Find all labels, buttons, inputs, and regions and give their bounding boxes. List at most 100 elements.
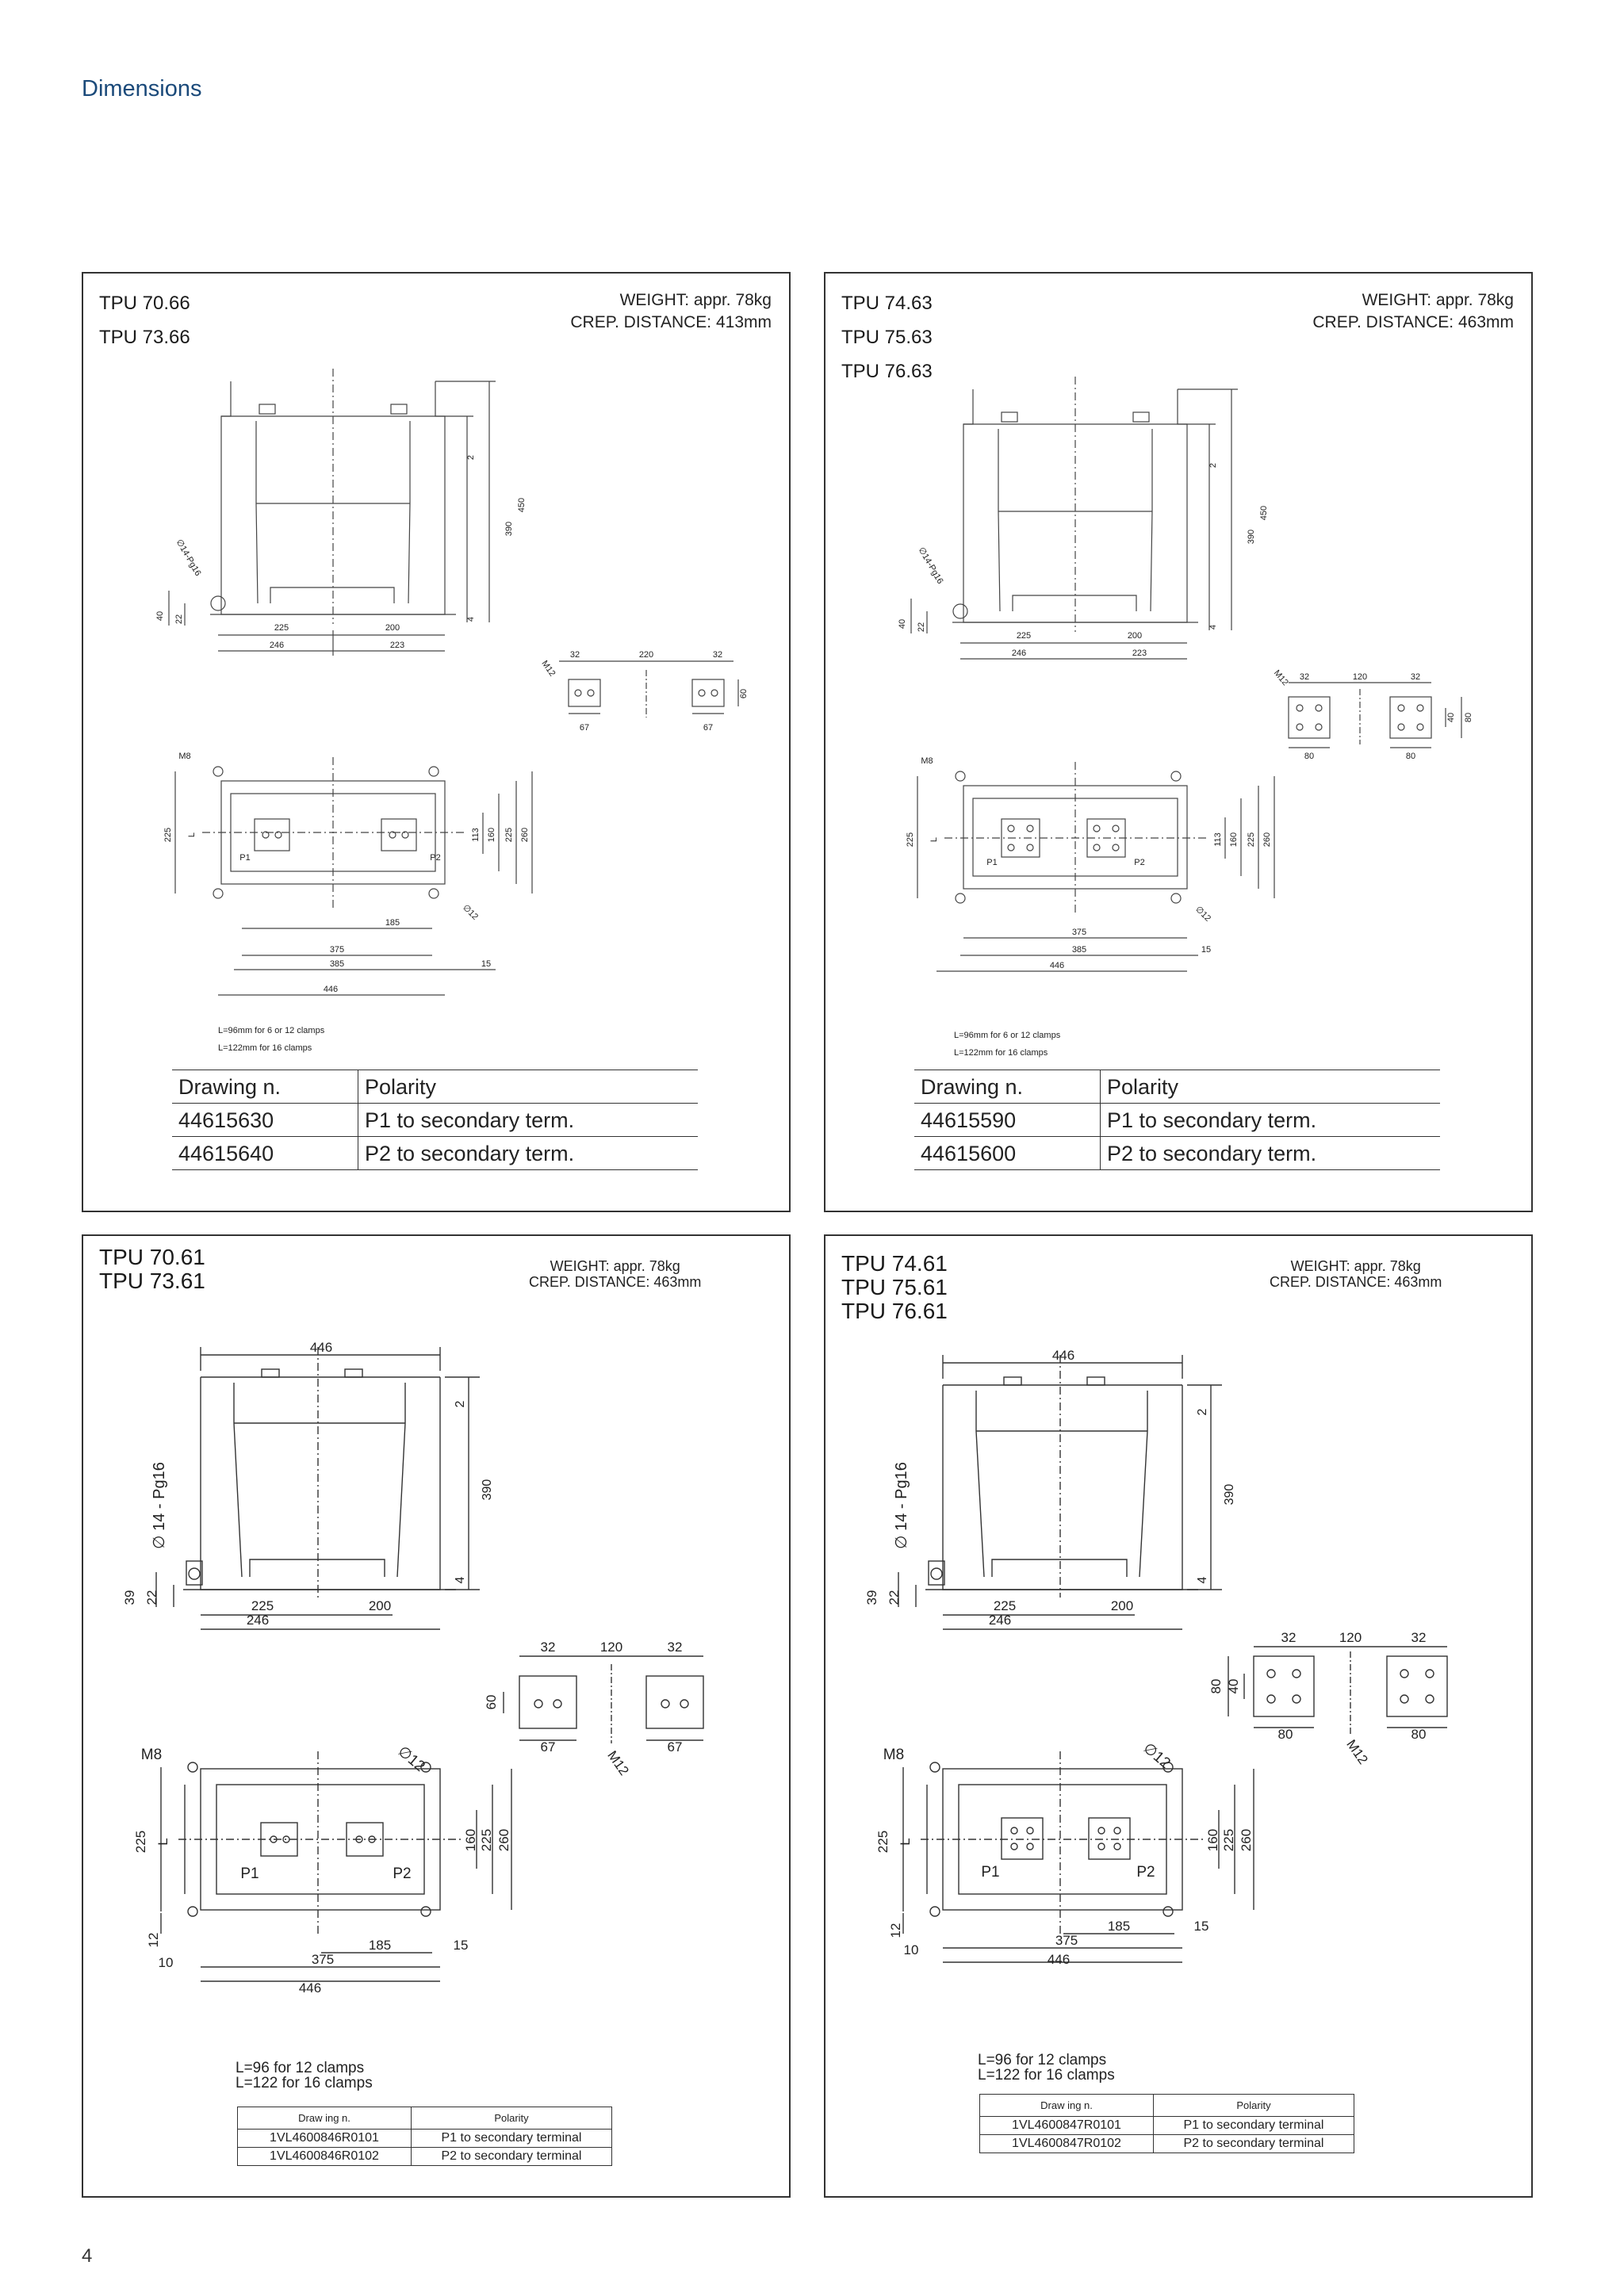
spec-block: WEIGHT: appr. 78kg CREP. DISTANCE: 463mm xyxy=(1270,1258,1442,1290)
table-cell: 44615600 xyxy=(914,1136,1101,1170)
hole-label: ∅12 xyxy=(1139,1740,1173,1772)
dim-label: 225 xyxy=(274,623,289,633)
dim-label: L xyxy=(929,837,939,842)
terminal-p2-label: P2 xyxy=(1136,1864,1155,1881)
clamp-notes: L=96 for 12 clamps L=122 for 16 clamps xyxy=(978,2053,1115,2083)
table-cell: 1VL4600846R0101 xyxy=(237,2129,412,2148)
model-name: TPU 75.61 xyxy=(841,1275,948,1299)
dim-label: 2 xyxy=(466,455,476,460)
dim-label: 12 xyxy=(888,1923,903,1938)
model-list: TPU 74.63 TPU 75.63 TPU 76.63 xyxy=(841,286,933,388)
dim-label: 200 xyxy=(1111,1598,1133,1613)
dim-label: 15 xyxy=(481,959,491,969)
dim-label: 15 xyxy=(1201,945,1211,955)
dim-label: 39 xyxy=(122,1590,137,1605)
thread-label: M12 xyxy=(539,659,557,678)
model-name: TPU 75.63 xyxy=(841,327,933,348)
dim-label: 40 xyxy=(1446,713,1456,722)
cable-gland-label: ∅ 14 - Pg16 xyxy=(893,1462,910,1549)
dim-label: 390 xyxy=(1223,1484,1236,1506)
dim-label: 4 xyxy=(466,617,476,622)
table-header: Drawing n. xyxy=(172,1070,358,1104)
dim-label: 185 xyxy=(1108,1919,1130,1934)
dim-label: 160 xyxy=(1205,1829,1220,1851)
dim-label: 32 xyxy=(1281,1630,1297,1645)
dim-label: 225 xyxy=(504,828,514,842)
dim-label: 32 xyxy=(570,650,580,660)
page-number: 4 xyxy=(82,2245,93,2267)
table-header: Polarity xyxy=(358,1070,698,1104)
dim-label: 220 xyxy=(639,650,653,660)
dim-label: 185 xyxy=(369,1938,391,1953)
table-header-row: Drawing n. Polarity xyxy=(914,1070,1440,1104)
table-row: 1VL4600847R0101 P1 to secondary terminal xyxy=(979,2116,1354,2135)
dim-label: 22 xyxy=(144,1590,159,1605)
dim-label: 450 xyxy=(517,498,527,512)
dim-label: 260 xyxy=(1239,1829,1254,1851)
drawing-table: Draw ing n. Polarity 1VL4600846R0101 P1 … xyxy=(237,2107,612,2166)
model-name: TPU 70.61 xyxy=(99,1245,205,1269)
table-row: 44615600 P2 to secondary term. xyxy=(914,1136,1440,1170)
table-cell: P2 to secondary terminal xyxy=(1153,2134,1354,2153)
dim-label: 160 xyxy=(1229,832,1239,847)
dim-label: 80 xyxy=(1411,1727,1427,1742)
dim-label: 446 xyxy=(1050,961,1064,970)
dim-label: 40 xyxy=(155,611,165,621)
table-cell: P2 to secondary term. xyxy=(358,1136,698,1170)
dim-label: 390 xyxy=(481,1479,494,1501)
note-line: L=122 for 16 clamps xyxy=(978,2067,1115,2084)
creep-distance-text: CREP. DISTANCE: 463mm xyxy=(1270,1274,1442,1290)
dim-label: 15 xyxy=(1194,1919,1209,1934)
dim-label: 4 xyxy=(1196,1576,1209,1583)
dim-label: 67 xyxy=(541,1739,556,1755)
dim-label: 67 xyxy=(668,1739,683,1755)
technical-drawing: 446 2 390 4 ∅ 14 - Pg16 39 22 225 200 24… xyxy=(864,1348,1448,1967)
weight-text: WEIGHT: appr. 78kg xyxy=(550,1258,680,1274)
table-header: Draw ing n. xyxy=(979,2094,1154,2117)
dim-label: 385 xyxy=(1072,945,1086,955)
table-cell: 44615630 xyxy=(172,1103,358,1137)
dim-label: 375 xyxy=(1055,1933,1078,1948)
table-row: 44615630 P1 to secondary term. xyxy=(172,1103,698,1137)
dim-label: 160 xyxy=(463,1829,478,1851)
dim-label: 120 xyxy=(1339,1630,1362,1645)
dim-label: L xyxy=(187,832,197,837)
dim-label: 375 xyxy=(1072,928,1086,937)
dim-label: 80 xyxy=(1208,1679,1224,1694)
model-list: TPU 74.61 TPU 75.61 TPU 76.61 xyxy=(841,1252,948,1323)
terminal-p2-label: P2 xyxy=(1134,858,1144,867)
terminal-p1-label: P1 xyxy=(240,1866,259,1882)
dim-label: 80 xyxy=(1278,1727,1293,1742)
weight-text: WEIGHT: appr. 78kg xyxy=(619,291,772,309)
terminal-p1-label: P1 xyxy=(981,1864,999,1881)
page-title: Dimensions xyxy=(82,76,202,101)
dim-label: 225 xyxy=(1247,832,1256,847)
dim-label: 200 xyxy=(385,623,400,633)
table-row: 1VL4600846R0102 P2 to secondary terminal xyxy=(237,2147,612,2166)
note-line: L=96 for 12 clamps xyxy=(978,2052,1107,2068)
dim-label: 32 xyxy=(1411,1630,1427,1645)
table-cell: 1VL4600846R0102 xyxy=(237,2147,412,2166)
dim-label: 15 xyxy=(454,1938,469,1953)
terminal-p1-label: P1 xyxy=(986,858,997,867)
thread-label: M12 xyxy=(1272,668,1290,687)
dim-label: 200 xyxy=(369,1598,391,1613)
dim-label: 39 xyxy=(864,1590,879,1605)
dim-label: 390 xyxy=(1247,530,1256,544)
model-name: TPU 76.61 xyxy=(841,1299,948,1323)
table-row: 44615590 P1 to secondary term. xyxy=(914,1103,1440,1137)
dim-label: 375 xyxy=(312,1952,334,1967)
thread-label: M8 xyxy=(178,752,190,761)
clamp-notes: L=96 for 12 clamps L=122 for 16 clamps xyxy=(236,2061,373,2091)
thread-label: M12 xyxy=(604,1748,632,1778)
table-cell: P1 to secondary terminal xyxy=(1153,2116,1354,2135)
dim-label: 4 xyxy=(454,1576,467,1583)
creep-distance-text: CREP. DISTANCE: 413mm xyxy=(570,313,772,331)
table-cell: P2 to secondary terminal xyxy=(411,2147,612,2166)
dim-label: 32 xyxy=(1411,672,1420,682)
model-name: TPU 76.63 xyxy=(841,361,933,382)
dim-label: 22 xyxy=(917,622,926,632)
dim-label: 113 xyxy=(471,828,481,842)
dim-label: 12 xyxy=(146,1933,161,1948)
dim-label: 223 xyxy=(1132,649,1147,658)
